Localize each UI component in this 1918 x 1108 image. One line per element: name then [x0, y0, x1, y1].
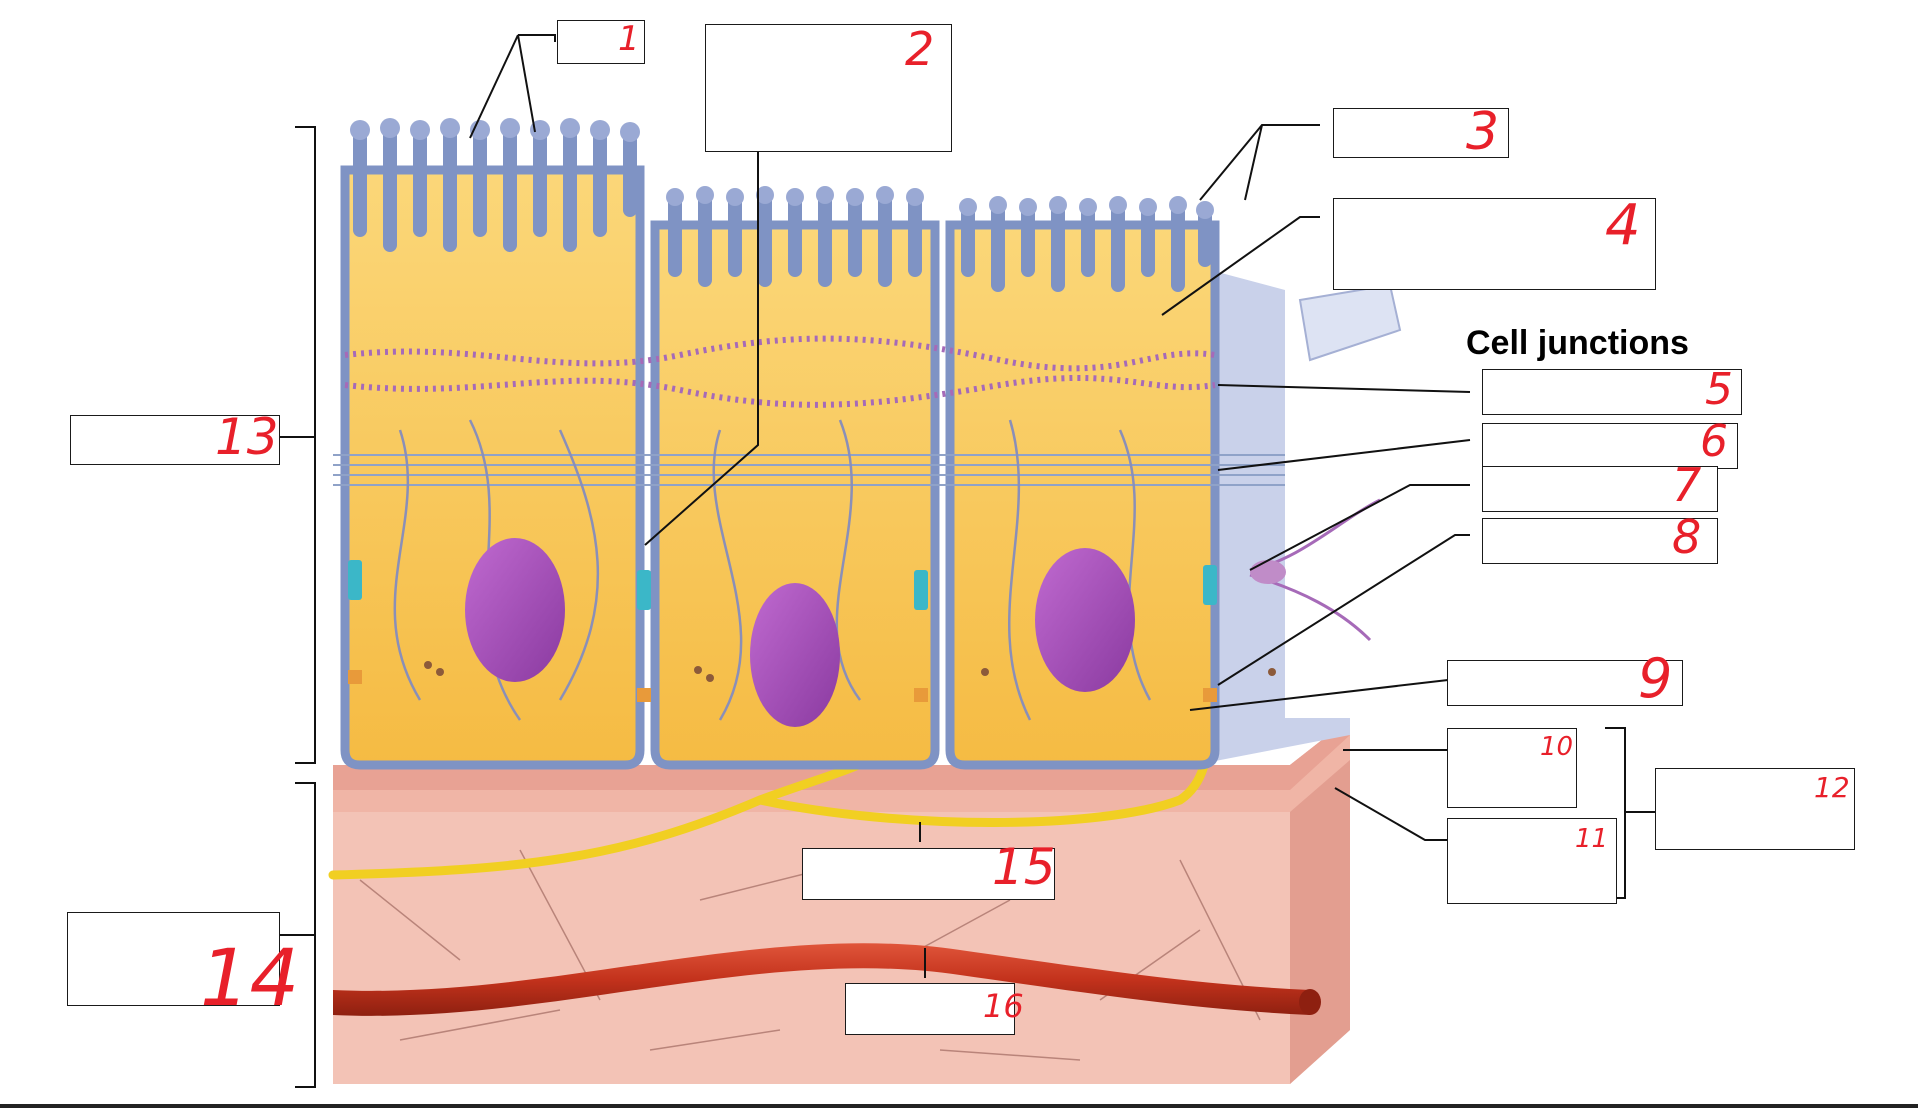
leader-lines [280, 34, 1655, 1088]
label-box-13[interactable] [70, 415, 280, 465]
cut-membrane-flap [1298, 283, 1402, 362]
nucleus-icon [465, 538, 565, 682]
cell-2 [650, 220, 940, 770]
label-number-1: 1 [618, 19, 640, 59]
label-number-5: 5 [1705, 364, 1733, 415]
label-number-15: 15 [992, 838, 1056, 896]
label-number-16: 16 [983, 987, 1024, 1025]
label-number-3: 3 [1466, 102, 1500, 162]
epithelial-cells [333, 118, 1381, 770]
label-box-12[interactable] [1655, 768, 1855, 850]
cell-1 [340, 165, 645, 770]
basement-membrane [333, 718, 1350, 812]
label-box-5[interactable] [1482, 369, 1742, 415]
lateral-membrane [1210, 270, 1350, 762]
label-number-9: 9 [1638, 647, 1673, 710]
label-box-4[interactable] [1333, 198, 1656, 290]
label-number-7: 7 [1672, 458, 1702, 512]
microvilli-icon [353, 128, 1212, 292]
label-box-1[interactable] [557, 20, 645, 64]
label-box-3[interactable] [1333, 108, 1509, 158]
label-number-13: 13 [215, 408, 279, 466]
label-box-14[interactable] [67, 912, 280, 1006]
label-box-16[interactable] [845, 983, 1015, 1035]
cell-junctions-heading: Cell junctions [1466, 324, 1689, 362]
blood-vessel [333, 943, 1321, 1016]
terminal-web-filaments [344, 335, 1216, 408]
label-box-15[interactable] [802, 848, 1055, 900]
label-box-9[interactable] [1447, 660, 1683, 706]
filament-band [333, 454, 1285, 486]
label-box-10[interactable] [1447, 728, 1577, 808]
label-number-2: 2 [905, 22, 935, 76]
label-number-8: 8 [1672, 510, 1702, 564]
label-number-11: 11 [1575, 824, 1609, 854]
label-box-7[interactable] [1482, 466, 1718, 512]
label-number-12: 12 [1814, 771, 1850, 804]
label-number-10: 10 [1540, 732, 1574, 762]
label-number-4: 4 [1605, 193, 1641, 258]
label-box-8[interactable] [1482, 518, 1718, 564]
bottom-rule [0, 1104, 1918, 1108]
label-box-2[interactable] [705, 24, 952, 152]
label-box-11[interactable] [1447, 818, 1617, 904]
label-number-14: 14 [200, 934, 300, 1024]
label-number-6: 6 [1700, 416, 1728, 467]
